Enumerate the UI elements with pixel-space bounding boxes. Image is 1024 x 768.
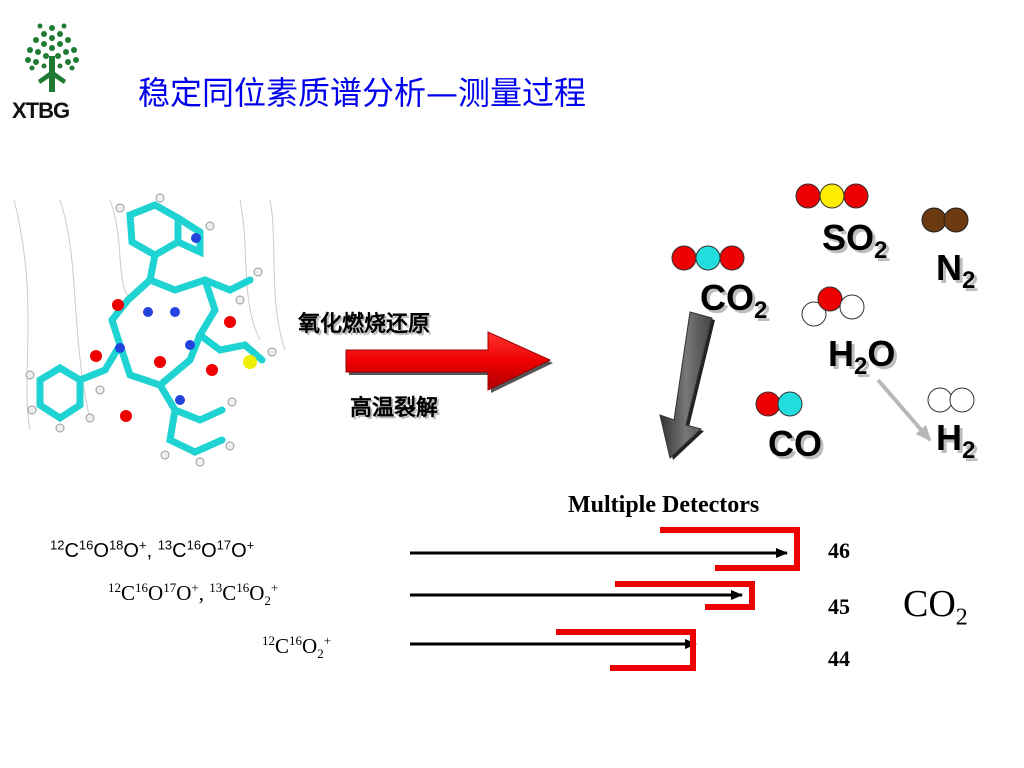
gas-label-so2: SO2 <box>822 217 887 263</box>
co2-result-base: CO <box>903 583 956 625</box>
ion-45a-o1-mass: 16 <box>135 580 149 595</box>
h2-molecule-icon <box>927 387 975 413</box>
h2o-molecule-icon <box>801 286 865 327</box>
co-molecule-icon <box>755 391 803 417</box>
gas-label-so2-base: SO <box>822 217 875 258</box>
gas-label-h2o-sub: 2 <box>854 353 868 380</box>
so2-molecule-icon <box>795 183 869 209</box>
ion-44-c-mass: 12 <box>262 633 275 648</box>
ion-45b-o1-mass: 16 <box>236 580 250 595</box>
gas-label-co2: CO2 <box>700 277 767 323</box>
gas-label-co: CO <box>768 423 822 464</box>
gas-label-n2: N2 <box>936 247 975 293</box>
logo-text: XTBG <box>12 98 70 123</box>
ion-formula-44: 12C16O2+ <box>262 633 332 662</box>
process-step-pyrolysis: 高温裂解 <box>350 396 439 421</box>
ion-46b-c-mass: 13 <box>157 537 173 553</box>
ion-46a-c-mass: 12 <box>50 537 65 553</box>
gas-label-h2o-tail: O <box>867 333 896 374</box>
ion-46b-o2-mass: 17 <box>216 537 232 553</box>
ion-44-o1-mass: 16 <box>289 633 303 648</box>
ion-45b-o-count: 2 <box>264 593 271 609</box>
detector-cup-45 <box>615 581 755 610</box>
detector-cup-44 <box>556 629 696 671</box>
gas-label-so2-sub: 2 <box>874 237 888 264</box>
co2-result-sub: 2 <box>955 604 968 631</box>
gas-label-h2-sub: 2 <box>962 437 976 464</box>
gas-label-co2-base: CO <box>700 277 754 318</box>
ion-45a-c-mass: 12 <box>108 580 121 595</box>
ion-46b-o1-mass: 16 <box>186 537 202 553</box>
gas-label-co2-sub: 2 <box>754 297 768 324</box>
process-step-oxidation: 氧化燃烧还原 <box>298 312 431 337</box>
mass-44-label: 44 <box>828 646 850 671</box>
ion-46a-o1-mass: 16 <box>78 537 94 553</box>
logo-tree-icon <box>25 23 79 92</box>
ion-45b-c-mass: 13 <box>209 580 223 595</box>
gas-label-h2-base: H <box>936 417 962 458</box>
gas-label-h2: H2 <box>936 417 975 463</box>
co2-to-detector-arrow-icon <box>659 311 715 460</box>
page-title: 稳定同位素质谱分析—测量过程 <box>138 74 587 112</box>
mass-46-label: 46 <box>828 538 850 563</box>
h2o-to-h2-arrow-icon <box>876 378 932 442</box>
ion-formula-46: 12C16O18O+, 13C16O17O+ <box>50 537 255 562</box>
molecule-structure-image <box>13 193 286 467</box>
co2-result-label: CO2 <box>903 582 968 630</box>
gas-label-h2o-base: H <box>828 333 854 374</box>
gas-label-h2o: H2O <box>828 333 896 379</box>
mass-45-label: 45 <box>828 594 850 619</box>
detector-cup-46 <box>660 527 800 571</box>
gas-label-n2-sub: 2 <box>962 267 976 294</box>
ion-45a-o2-mass: 17 <box>163 580 177 595</box>
ion-formula-45: 12C16O17O+, 13C16O2+ <box>108 580 279 609</box>
gas-label-n2-base: N <box>936 247 962 288</box>
co2-molecule-icon <box>671 245 745 271</box>
n2-molecule-icon <box>921 207 969 233</box>
ion-44-o-count: 2 <box>317 646 324 662</box>
multiple-detectors-label: Multiple Detectors <box>568 492 760 518</box>
ion-46a-o2-mass: 18 <box>108 537 124 553</box>
